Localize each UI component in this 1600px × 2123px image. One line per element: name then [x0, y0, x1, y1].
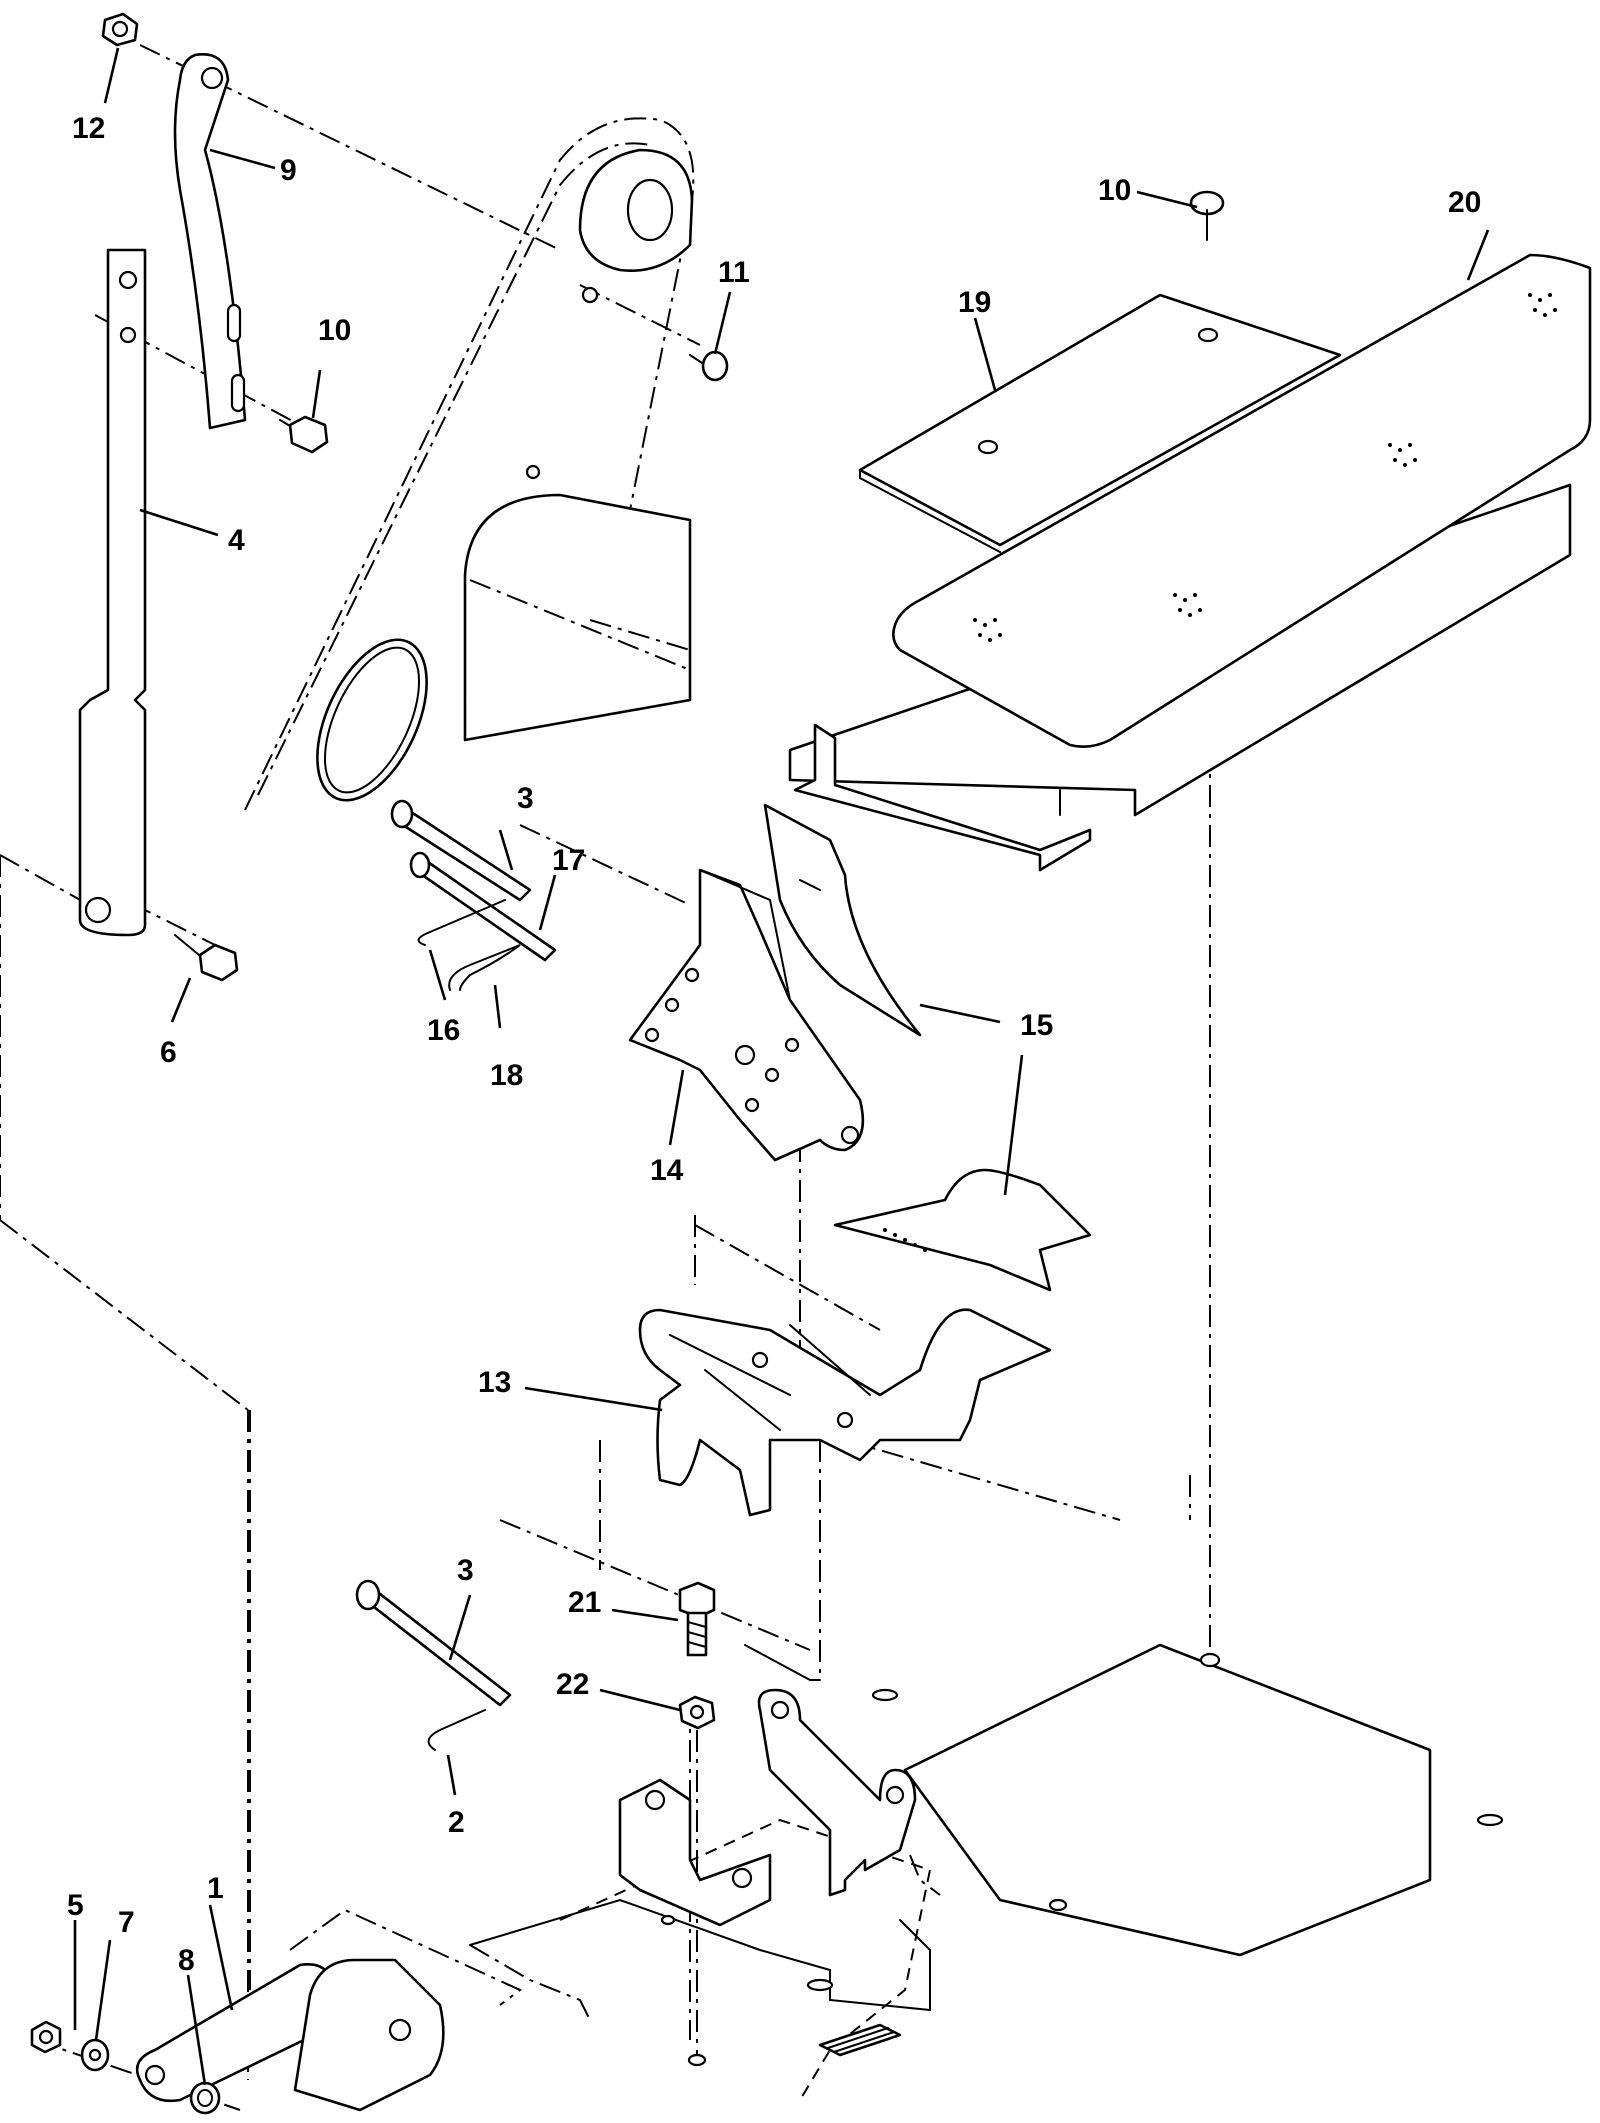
callout-18: 18	[490, 1059, 523, 1092]
callout-7: 7	[118, 1906, 135, 1939]
column-housing	[244, 117, 695, 811]
callout-15: 15	[1020, 1009, 1053, 1042]
plate-15-upper	[763, 803, 922, 1037]
spacer-8	[189, 2081, 221, 2115]
callout-5: 5	[67, 1889, 84, 1922]
screw-10-left	[279, 415, 329, 454]
nut-12	[101, 12, 139, 47]
clip-2	[427, 1709, 486, 1751]
callout-6: 6	[160, 1036, 177, 1069]
bracket-14	[628, 868, 865, 1162]
leader-lines	[73, 47, 1490, 2086]
lever-1	[135, 1908, 522, 2112]
callout-3: 3	[457, 1554, 474, 1587]
screw-11	[689, 350, 729, 382]
pin-3-lower	[355, 1579, 512, 1707]
cover-vent-dots	[973, 293, 1557, 642]
callout-21: 21	[568, 1586, 601, 1619]
clip-18	[448, 944, 521, 991]
callout-1: 1	[207, 1872, 224, 1905]
pin-17	[409, 851, 557, 962]
callout-19: 19	[958, 286, 991, 319]
callout-12: 12	[72, 112, 105, 145]
washer-7	[80, 2038, 110, 2072]
screw-6	[174, 934, 239, 982]
callout-17: 17	[552, 844, 585, 877]
callout-16: 16	[427, 1014, 460, 1047]
callout-labels: 12 9 10 4 6 11 10 20 19 3 17 16 18 14 15…	[67, 112, 1481, 1977]
callout-8: 8	[178, 1944, 195, 1977]
callout-11: 11	[718, 256, 750, 289]
callout-20: 20	[1448, 186, 1481, 219]
screw-10-right	[1189, 190, 1225, 241]
plate-15-lower	[833, 1168, 1092, 1292]
pin-3-upper	[390, 799, 532, 902]
base-assembly	[469, 1643, 1504, 2101]
cover-20	[788, 253, 1592, 872]
callout-3: 3	[517, 782, 534, 815]
nut-5	[30, 2020, 62, 2054]
callout-10: 10	[318, 314, 351, 347]
link-rod-4	[78, 248, 147, 937]
callout-2: 2	[448, 1806, 465, 1839]
lever-arm-9	[173, 52, 247, 430]
callout-14: 14	[650, 1154, 684, 1187]
plate-19	[858, 293, 1342, 553]
callout-9: 9	[280, 154, 297, 187]
callout-13: 13	[478, 1366, 511, 1399]
clip-16	[417, 899, 506, 946]
bolt-21	[678, 1581, 716, 1657]
callout-22: 22	[556, 1668, 589, 1701]
callout-4: 4	[228, 524, 245, 557]
assembly-13	[638, 1308, 1052, 1517]
callout-10: 10	[1098, 174, 1131, 207]
